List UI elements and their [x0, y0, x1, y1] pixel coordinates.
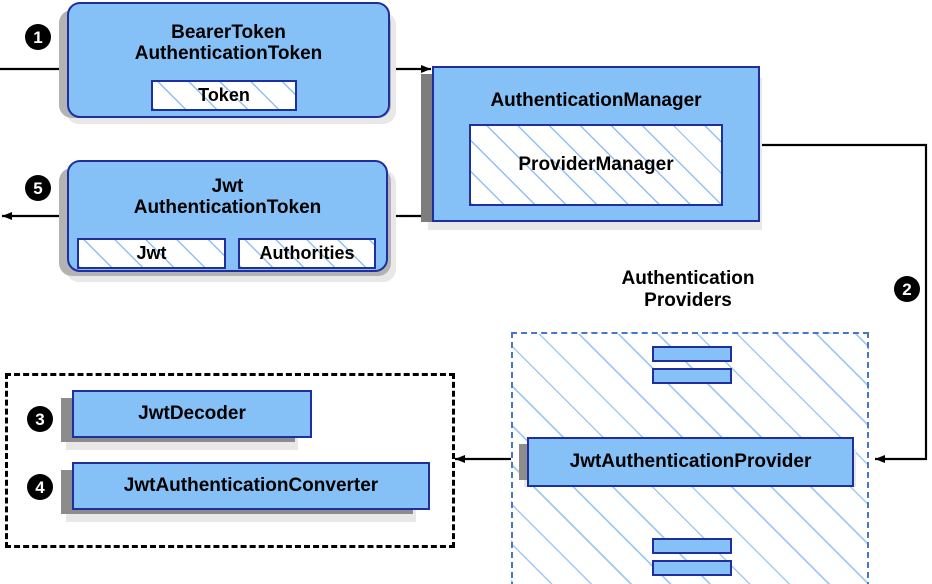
field-token-label: Token — [198, 85, 250, 105]
jwt-decoder-label: JwtDecoder — [138, 403, 246, 425]
node-jwt-decoder[interactable]: JwtDecoder — [72, 390, 312, 438]
node-provider-manager[interactable]: ProviderManager — [469, 124, 723, 206]
badge-step-1: 1 — [25, 24, 51, 50]
bearer-token-title-line1: BearerToken — [171, 21, 286, 43]
field-jwt: Jwt — [77, 238, 226, 269]
badge-step-4: 4 — [27, 474, 53, 500]
jwt-support-container — [5, 373, 455, 548]
authentication-manager-title: AuthenticationManager — [490, 90, 702, 111]
node-jwt-authentication-provider[interactable]: JwtAuthenticationProvider — [527, 437, 854, 487]
field-token: Token — [151, 80, 297, 111]
badge-step-2: 2 — [894, 276, 920, 302]
node-jwt-authentication-converter[interactable]: JwtAuthenticationConverter — [72, 462, 430, 510]
badge-step-3: 3 — [27, 406, 53, 432]
jwt-authentication-converter-label: JwtAuthenticationConverter — [123, 475, 379, 497]
jwt-authentication-provider-label: JwtAuthenticationProvider — [569, 451, 812, 473]
provider-manager-label: ProviderManager — [518, 154, 674, 175]
badge-step-2-label: 2 — [902, 279, 912, 299]
field-authorities: Authorities — [238, 238, 376, 269]
node-bearer-token-authentication-token[interactable]: BearerToken AuthenticationToken — [67, 2, 390, 118]
authentication-providers-group-label: Authentication Providers — [566, 268, 810, 311]
badge-step-5: 5 — [25, 175, 51, 201]
provider-placeholder-top-2 — [652, 368, 732, 384]
jwt-token-title-line1: Jwt — [211, 175, 244, 197]
badge-step-5-label: 5 — [33, 178, 43, 198]
field-jwt-label: Jwt — [136, 243, 167, 263]
field-authorities-label: Authorities — [259, 243, 355, 263]
authentication-providers-label-line1: Authentication — [621, 268, 755, 289]
badge-step-3-label: 3 — [35, 409, 45, 429]
jwt-token-title-line2: AuthenticationToken — [133, 197, 322, 218]
badge-step-4-label: 4 — [35, 477, 45, 497]
provider-placeholder-bottom-1 — [652, 538, 732, 554]
connector-manager-to-provider — [760, 143, 928, 463]
provider-placeholder-bottom-2 — [652, 560, 732, 576]
badge-step-1-label: 1 — [33, 27, 43, 47]
provider-placeholder-top-1 — [652, 346, 732, 362]
bearer-token-title-line2: AuthenticationToken — [134, 43, 323, 64]
authentication-providers-label-line2: Providers — [644, 289, 732, 311]
